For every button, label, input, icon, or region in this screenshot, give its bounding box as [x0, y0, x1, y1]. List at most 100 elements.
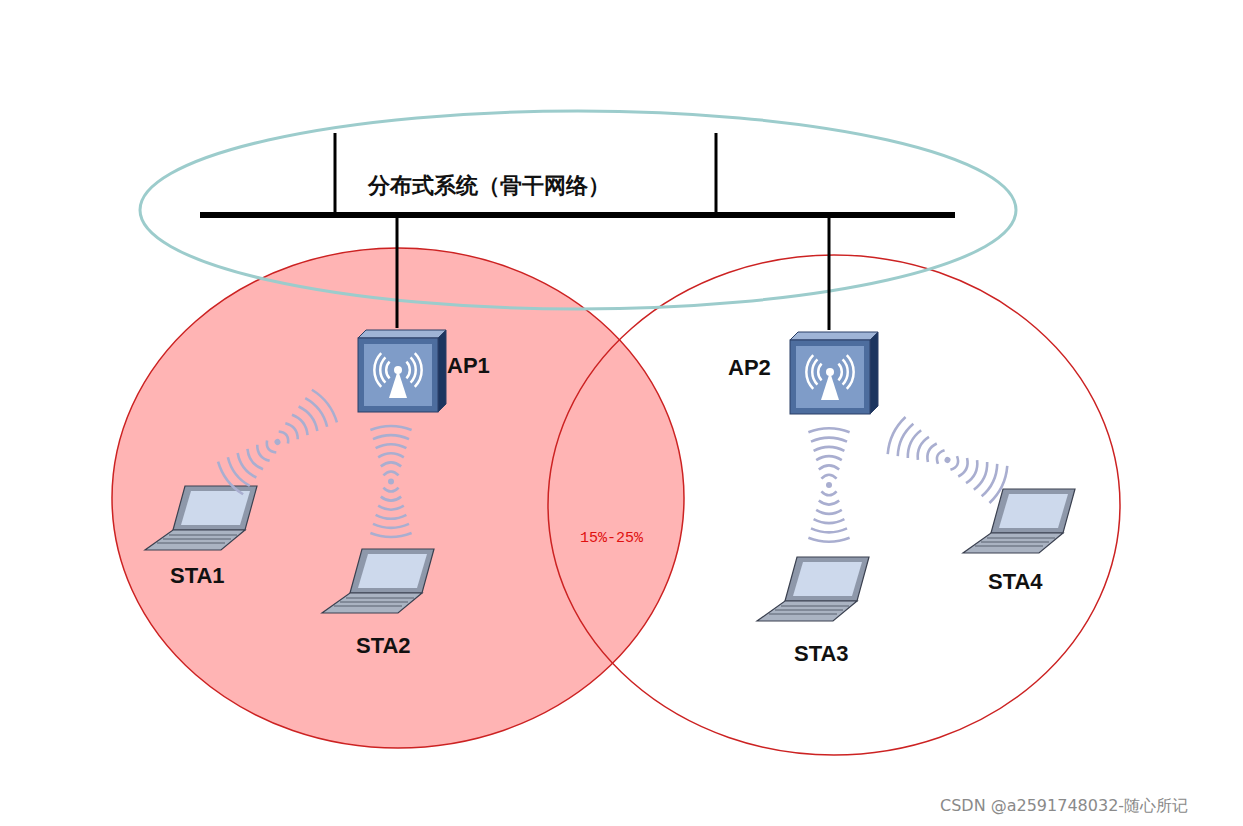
icon-part: [991, 489, 1075, 533]
icon-part: [914, 435, 929, 460]
icon-part: [358, 554, 427, 588]
icon-part: [816, 510, 842, 514]
icon-part: [406, 362, 409, 379]
ap-icon: [358, 330, 446, 412]
icon-part: [963, 533, 1063, 553]
device-label: STA3: [794, 642, 849, 666]
icon-part: [816, 456, 842, 460]
icon-part: [974, 462, 991, 491]
network-title: 分布式系统（骨干网络）: [368, 174, 610, 198]
icon-part: [821, 475, 836, 479]
wired-link: [829, 218, 830, 330]
icon-part: [814, 519, 845, 523]
icon-part: [790, 332, 878, 340]
icon-part: [374, 353, 381, 387]
icon-part: [334, 606, 402, 607]
icon-part: [254, 445, 270, 464]
icon-part: [340, 602, 408, 603]
icon-part: [838, 364, 841, 381]
icon-part: [819, 465, 839, 469]
icon-part: [438, 330, 446, 412]
wireless-signal: [215, 387, 340, 496]
icon-part: [966, 460, 981, 485]
icon-part: [169, 535, 237, 536]
icon-part: [904, 429, 921, 458]
icon-part: [989, 466, 1010, 505]
icon-part: [811, 528, 847, 532]
station-node: STA3: [752, 554, 876, 672]
icon-part: [793, 562, 862, 596]
distribution-system-node: 分布式系统（骨干网络）: [200, 166, 955, 218]
icon-part: [380, 357, 385, 382]
laptop-icon: [145, 486, 257, 550]
icon-part: [843, 359, 848, 384]
icon-part: [781, 606, 849, 607]
icon-part: [383, 488, 398, 492]
icon-part: [808, 428, 849, 432]
ds-ellipse: [140, 111, 1016, 309]
icon-part: [292, 412, 311, 435]
station-node: STA4: [958, 486, 1082, 600]
icon-part: [757, 601, 857, 621]
bss2-area: [548, 255, 1120, 755]
icon-part: [394, 366, 402, 374]
wired-link-line: [396, 218, 399, 328]
icon-part: [370, 426, 411, 430]
device-label: AP2: [728, 356, 771, 380]
icon-part: [934, 448, 944, 463]
icon-part: [821, 491, 836, 495]
icon-part: [785, 557, 869, 601]
icon-part: [826, 482, 832, 488]
wired-link: [397, 218, 398, 328]
icon-part: [312, 387, 340, 422]
icon-part: [370, 533, 411, 537]
icon-part: [806, 355, 813, 389]
icon-part: [181, 491, 250, 525]
icon-part: [812, 359, 817, 384]
icon-part: [818, 364, 821, 381]
device-label: STA4: [988, 570, 1043, 594]
icon-part: [376, 515, 407, 519]
icon-part: [790, 340, 870, 414]
icon-part: [381, 497, 401, 501]
icon-part: [381, 462, 401, 466]
icon-part: [285, 421, 301, 440]
icon-part: [924, 442, 936, 462]
icon-part: [376, 444, 407, 448]
icon-part: [273, 438, 281, 446]
watermark: CSDN @a2591748032-随心所记: [940, 796, 1188, 817]
device-icons: [145, 330, 1075, 621]
wireless-signal: [884, 415, 1011, 504]
icon-part: [808, 538, 849, 542]
backbone-stub: [334, 133, 337, 214]
access-point-node: AP1: [355, 328, 515, 414]
icon-part: [388, 479, 394, 485]
icon-part: [264, 440, 276, 455]
icon-part: [826, 368, 834, 376]
access-point-node: AP2: [722, 330, 882, 416]
device-label: STA1: [170, 564, 225, 588]
laptop-icon: [757, 557, 869, 621]
icon-part: [225, 457, 250, 488]
icon-part: [173, 486, 257, 530]
icon-part: [775, 610, 843, 611]
icon-part: [981, 542, 1049, 543]
icon-part: [145, 530, 245, 550]
icon-part: [958, 458, 970, 478]
icon-part: [415, 353, 422, 387]
icon-part: [373, 524, 409, 528]
icon-part: [999, 494, 1068, 528]
icon-part: [386, 362, 389, 379]
icon-part: [411, 357, 416, 382]
icon-part: [244, 449, 263, 472]
icon-part: [157, 543, 225, 544]
icon-part: [814, 447, 845, 451]
icon-part: [350, 549, 434, 593]
icon-part: [796, 346, 864, 408]
icon-part: [305, 396, 330, 427]
icon-part: [346, 598, 414, 599]
icon-part: [847, 355, 854, 389]
icon-part: [943, 456, 951, 464]
